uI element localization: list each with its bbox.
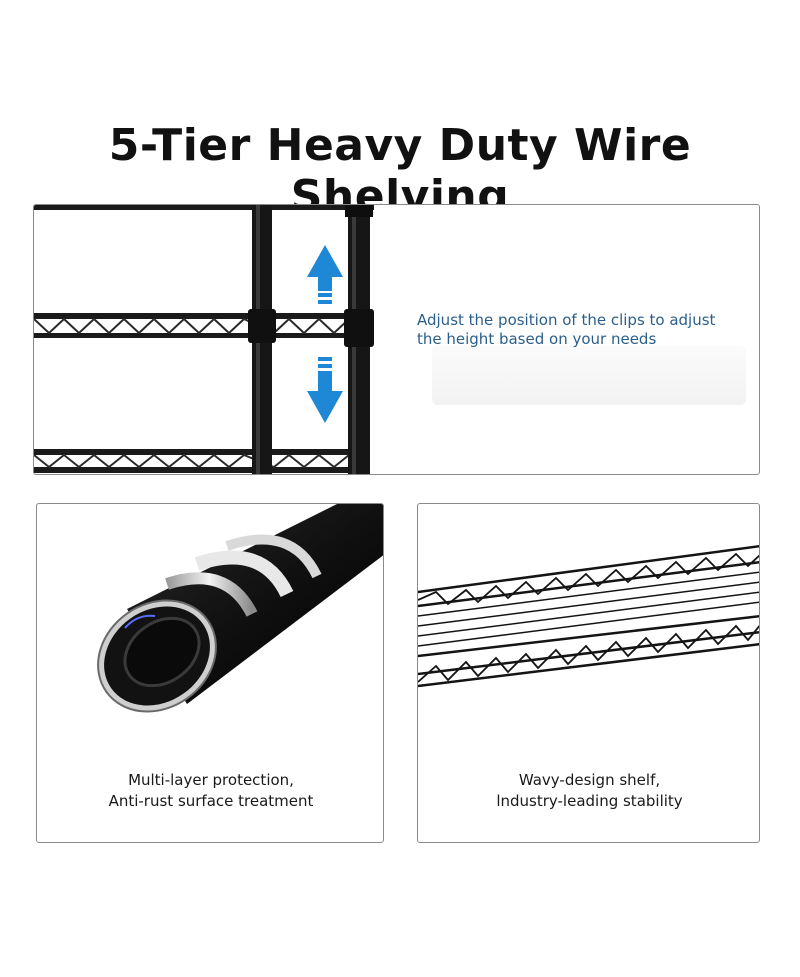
caption-line: Wavy-design shelf, [518,771,661,789]
stability-caption: Wavy-design shelf, lndustry-leading stab… [418,770,759,812]
caption-line: lndustry-leading stability [496,792,683,810]
caption-line: Multi-layer protection, [128,771,294,789]
shelf-frame-illustration [34,205,374,474]
clip-adjust-panel: Adjust the position of the clips to adju… [33,204,760,475]
down-arrow-icon [307,357,343,423]
clip-adjust-caption: Adjust the position of the clips to adju… [417,311,737,349]
page-title: 5-Tier Heavy Duty Wire Shelving [108,120,692,222]
middle-shelf [34,313,365,338]
caption-line: the height based on your needs [417,330,657,348]
protection-caption: Multi-layer protection, Anti-rust surfac… [37,770,383,812]
right-post [344,205,374,474]
up-arrow-icon [307,245,343,304]
caption-line: Anti-rust surface treatment [108,792,314,810]
wavy-shelf-panel: Wavy-design shelf, lndustry-leading stab… [417,503,760,843]
tube-protection-panel: Multi-layer protection, Anti-rust surfac… [36,503,384,843]
tube-cross-section-illustration [97,504,383,713]
caption-line: Adjust the position of the clips to adju… [417,311,716,329]
bottom-shelf [34,449,365,473]
left-post [248,205,276,474]
caption-shadow [432,345,746,405]
wavy-shelf-illustration [418,545,759,688]
